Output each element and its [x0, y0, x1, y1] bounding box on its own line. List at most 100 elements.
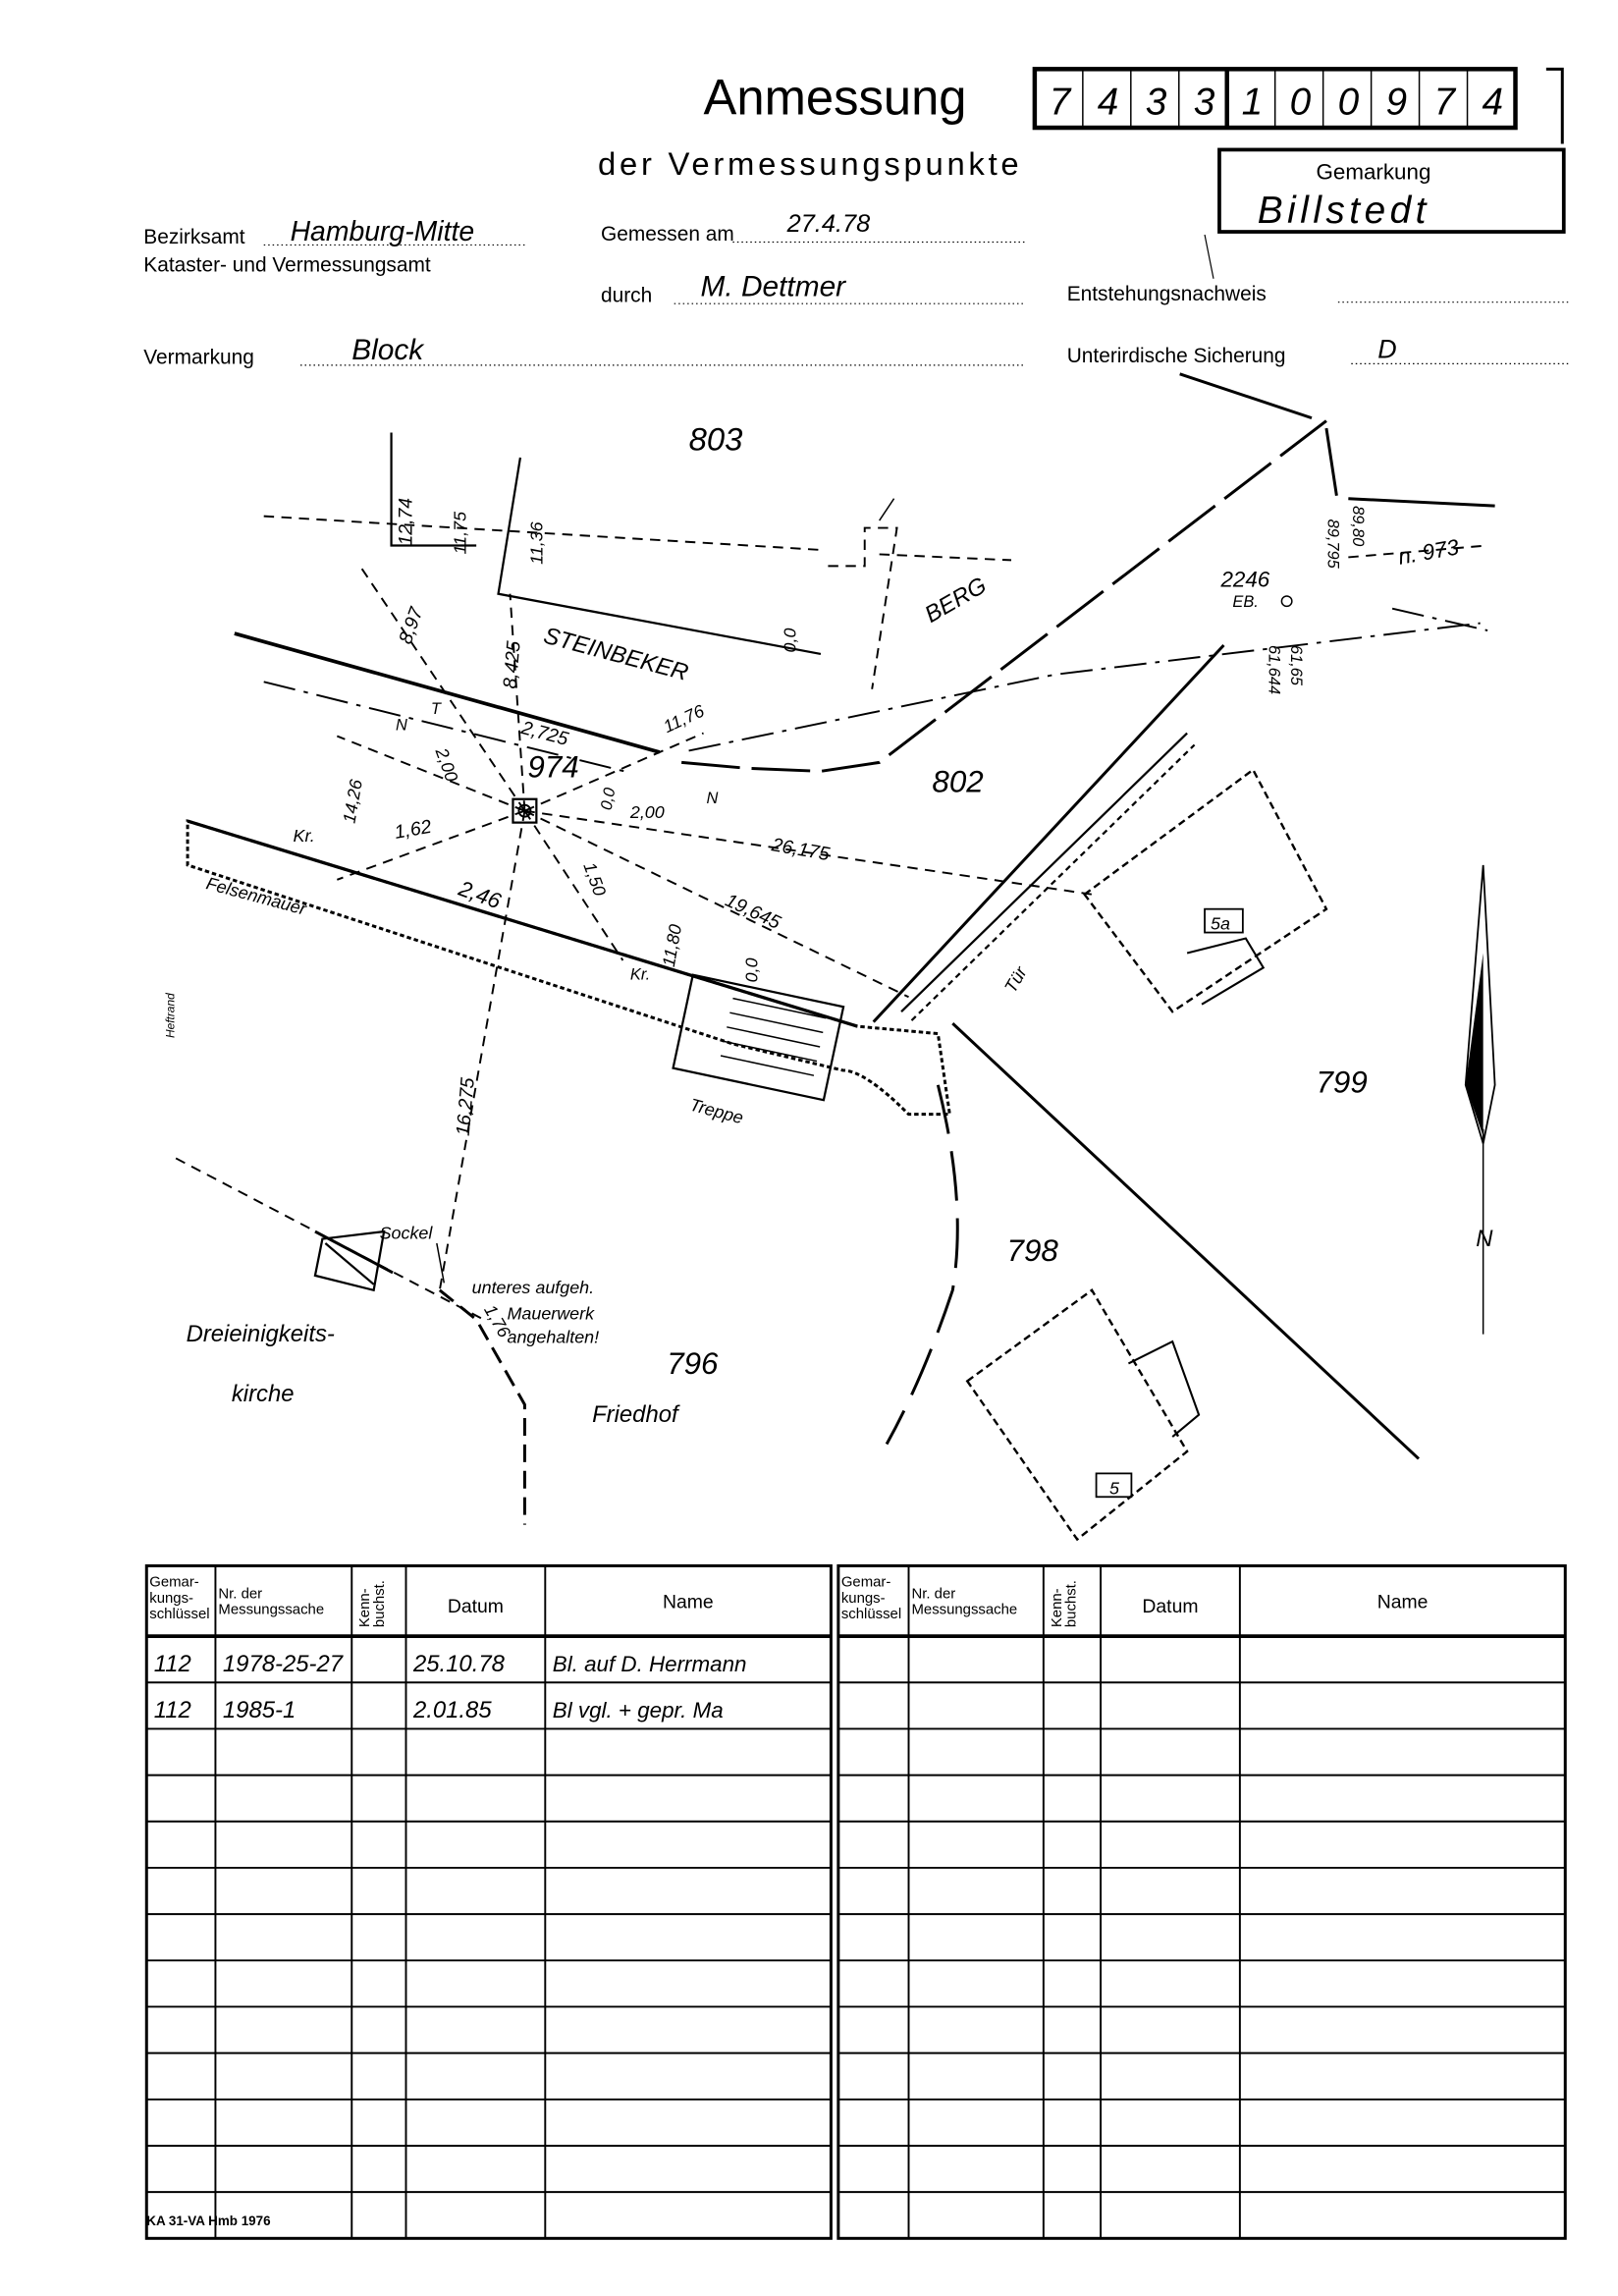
survey-sketch: 803 12,74 11,75 11,36 0,0 BERG STEINBEKER 8,97 8… [164, 372, 1496, 1542]
form-fields: Bezirksamt Hamburg-Mitte Kataster- und V… [143, 210, 1569, 368]
vermarkung-label: Vermarkung [143, 346, 254, 368]
map-label: 796 [667, 1346, 719, 1381]
map-label: 803 [689, 420, 743, 457]
map-label: 5a [1211, 914, 1230, 934]
map-label: 12,74 [395, 498, 416, 546]
map-label: Kr. [630, 965, 650, 983]
map-label: 802 [932, 764, 983, 798]
map-label: 11,80 [659, 923, 685, 968]
point-number-digit: 1 [1242, 82, 1264, 124]
map-label: BERG [920, 573, 991, 629]
map-label: kirche [232, 1381, 295, 1407]
table-cell: 1985-1 [223, 1697, 296, 1723]
gemarkung-label: Gemarkung [1316, 159, 1430, 184]
map-label: 974 [527, 749, 578, 784]
map-label: unteres aufgeh. [472, 1278, 594, 1297]
map-label: 2,46 [455, 876, 505, 914]
table-cell: 1978-25-27 [223, 1651, 345, 1677]
map-label: Sockel [380, 1224, 434, 1243]
form-title: Anmessung [704, 70, 967, 126]
map-label: 2,725 [518, 717, 571, 750]
map-label: N [707, 790, 719, 807]
map-label: STEINBEKER [541, 623, 691, 686]
table-cell: 112 [154, 1651, 191, 1677]
map-label: 19,645 [722, 890, 783, 934]
map-label: EB. [1232, 593, 1258, 611]
map-label: Felsenmauer [204, 873, 309, 919]
table-cell: 25.10.78 [412, 1651, 506, 1677]
point-number-digit: 7 [1050, 82, 1072, 124]
table-header-3: Datum [1142, 1596, 1198, 1617]
map-label: Heftrand [164, 993, 178, 1038]
map-label: Dreieinigkeits- [187, 1321, 335, 1347]
gemessen-value: 27.4.78 [786, 210, 871, 238]
point-number-digit: 4 [1098, 82, 1119, 124]
form-subtitle: der Vermessungspunkte [598, 145, 1022, 182]
gemarkung-value: Billstedt [1258, 190, 1430, 232]
point-number-digit: 3 [1194, 82, 1215, 124]
map-label: 0,0 [742, 957, 762, 982]
point-number-digit: 4 [1482, 82, 1503, 124]
amt-label: Kataster- und Vermessungsamt [143, 253, 431, 276]
table-cell: 112 [154, 1697, 191, 1723]
map-label: 89,795 [1323, 519, 1341, 570]
table-header-2: Kenn-buchst. [1049, 1580, 1080, 1627]
point-number-digit: 0 [1338, 82, 1360, 124]
map-label: 16,275 [453, 1076, 479, 1136]
map-label: 61,65 [1287, 645, 1305, 686]
durch-label: durch [601, 285, 652, 307]
table-header-2: Kenn-buchst. [356, 1580, 388, 1627]
map-label: 798 [1007, 1233, 1059, 1268]
map-label: Mauerwerk [507, 1304, 595, 1324]
point-number-digit: 3 [1146, 82, 1167, 124]
bezirksamt-label: Bezirksamt [143, 226, 244, 248]
map-label: Tür [1000, 962, 1031, 996]
point-number-digit: 7 [1434, 82, 1457, 124]
point-number-digit: 9 [1386, 82, 1408, 124]
map-label: 26,175 [769, 834, 831, 865]
entstehung-label: Entstehungsnachweis [1067, 283, 1267, 305]
map-label: 8,97 [395, 604, 428, 647]
point-number-digit: 0 [1290, 82, 1312, 124]
map-label: Kr. [294, 826, 315, 846]
sicherung-value: D [1377, 334, 1396, 363]
map-label: N [1476, 1226, 1493, 1252]
map-label: 11,75 [451, 512, 470, 555]
vermarkung-value: Block [351, 334, 425, 366]
table-header-0: Gemar-kungs-schlüssel [149, 1573, 209, 1622]
map-label: 11,36 [526, 521, 546, 565]
map-label: n. 973 [1396, 534, 1461, 570]
map-label: 11,76 [660, 701, 707, 738]
map-label: Treppe [688, 1095, 746, 1128]
map-label: 0,0 [598, 787, 620, 812]
table-header-0: Gemar-kungs-schlüssel [841, 1573, 901, 1622]
map-label: angehalten! [507, 1328, 599, 1347]
map-label: 89,80 [1349, 506, 1367, 546]
map-label: Friedhof [592, 1401, 680, 1428]
map-label: 8,425 [500, 640, 525, 689]
table-header-3: Datum [448, 1596, 504, 1617]
table-header-4: Name [663, 1592, 714, 1613]
table-cell: Bl vgl. + gepr. Ma [553, 1698, 724, 1722]
gemarkung-box: Gemarkung Billstedt [1217, 147, 1566, 234]
table-cell: 2.01.85 [412, 1697, 492, 1723]
map-label: 61,644 [1266, 645, 1283, 694]
map-label: 2246 [1219, 567, 1269, 591]
map-label: 14,26 [339, 778, 365, 825]
map-label: 1,50 [579, 859, 610, 899]
form-code-footer: KA 31-VA Hmb 1976 [146, 2214, 270, 2228]
map-label: 0,0 [781, 629, 800, 653]
gemessen-label: Gemessen am [601, 223, 734, 246]
durch-value: M. Dettmer [701, 271, 847, 303]
sicherung-label: Unterirdische Sicherung [1067, 345, 1286, 367]
map-label: 2,00 [431, 744, 461, 785]
map-label: 1,62 [393, 816, 433, 844]
map-label: T [431, 700, 442, 718]
table-cell: Bl. auf D. Herrmann [553, 1652, 747, 1676]
map-label: 2,00 [629, 802, 665, 822]
